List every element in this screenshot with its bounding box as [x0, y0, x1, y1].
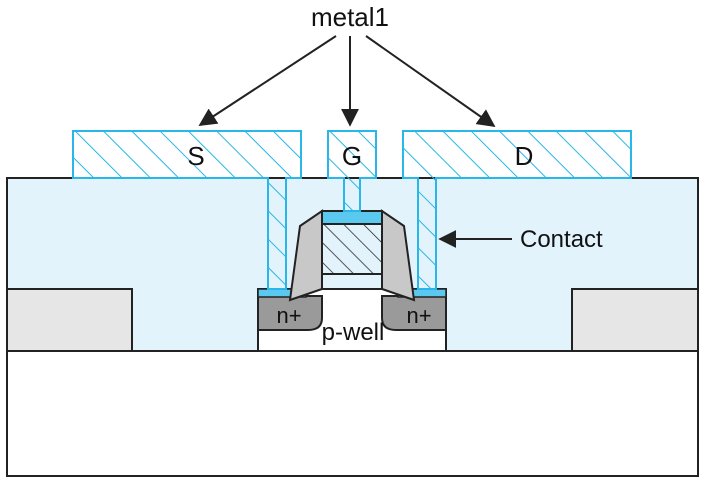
gate-silicide	[321, 210, 383, 225]
metal1-source	[72, 130, 302, 290]
source-label: S	[187, 141, 204, 171]
drain-label: D	[515, 141, 534, 171]
poly-gate	[321, 223, 383, 275]
contact-label: Contact	[520, 226, 603, 253]
p-well-label: p-well	[322, 319, 385, 346]
substrate	[6, 350, 699, 477]
metal1-arrow-source	[198, 35, 337, 126]
isolation-right	[571, 288, 699, 352]
metal1-arrow-drain	[365, 35, 496, 128]
n-plus-left-label: n+	[276, 303, 301, 328]
metal1-label: metal1	[311, 2, 389, 32]
n-plus-right-region	[381, 295, 447, 331]
n-plus-right-label: n+	[406, 303, 431, 328]
isolation-left	[6, 288, 133, 352]
metal1-gate	[327, 130, 377, 212]
n-plus-left-region	[257, 295, 323, 331]
gate-label: G	[342, 141, 362, 171]
metal1-drain	[402, 130, 632, 290]
